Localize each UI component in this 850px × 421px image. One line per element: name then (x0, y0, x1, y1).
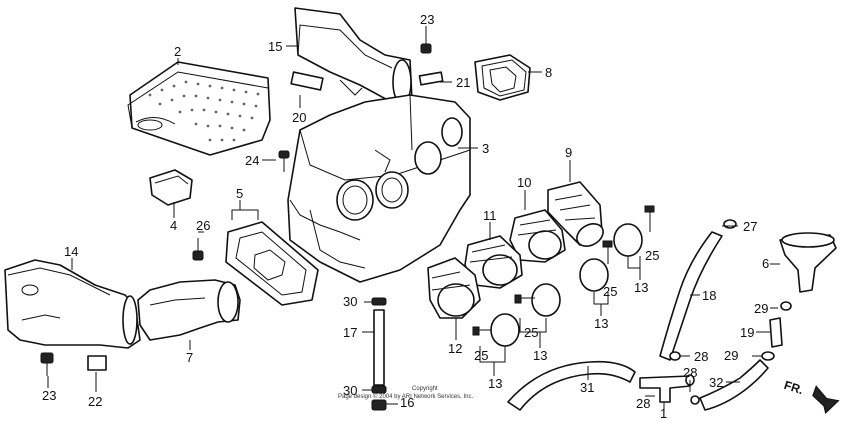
callout-25-b: 25 (603, 284, 617, 299)
callout-18: 18 (702, 288, 716, 303)
callout-25-a: 25 (645, 248, 659, 263)
callout-9: 9 (565, 145, 572, 160)
drain-cup-6 (779, 232, 837, 293)
callout-23-bottom: 23 (42, 388, 56, 403)
bolt-23-bottom (40, 352, 54, 376)
callout-29-top: 29 (754, 301, 768, 316)
drain-plug-16 (371, 399, 387, 411)
front-direction-label: FR. (782, 378, 805, 397)
callout-31: 31 (580, 380, 594, 395)
rubber-joint-10 (509, 209, 566, 263)
callout-13-d: 13 (488, 376, 502, 391)
hose-clamp-25b (579, 240, 613, 292)
front-direction-arrow (812, 385, 840, 414)
clip-29-bottom (761, 351, 775, 361)
callout-11: 11 (483, 208, 497, 223)
clip-27 (723, 219, 737, 229)
leader-lines (47, 26, 780, 412)
callout-30-bottom: 30 (343, 383, 357, 398)
clip-28c (690, 395, 700, 405)
hose-18 (659, 231, 723, 361)
rubber-joint-12 (427, 257, 481, 319)
copyright-line-1: Copyright (412, 386, 438, 392)
bolt-26 (192, 238, 204, 261)
nut-30-bottom (371, 385, 387, 394)
gasket-frame-5 (225, 221, 319, 306)
callout-27: 27 (743, 219, 757, 234)
lower-air-duct (4, 259, 141, 349)
intake-rubber (474, 54, 531, 101)
callout-24: 24 (245, 153, 259, 168)
callout-25-c: 25 (524, 325, 538, 340)
callout-26: 26 (196, 218, 210, 233)
callout-5: 5 (236, 186, 243, 201)
callout-19: 19 (740, 325, 754, 340)
upper-air-duct (294, 7, 413, 105)
bracket-4 (149, 169, 193, 206)
decal-20 (290, 71, 324, 91)
callout-8: 8 (545, 65, 552, 80)
callout-21: 21 (456, 75, 470, 90)
callout-13-b: 13 (594, 316, 608, 331)
callout-3: 3 (482, 141, 489, 156)
air-cleaner-case (287, 94, 471, 283)
hose-32 (699, 359, 769, 411)
bolt-24 (278, 150, 290, 172)
bolt-23-top (420, 34, 432, 54)
connecting-tube-7 (137, 279, 241, 341)
air-filter-element (127, 61, 271, 156)
callout-numbers: 23 15 2 8 21 20 3 24 9 10 5 4 11 26 27 1… (42, 12, 769, 421)
callout-23-top: 23 (420, 12, 434, 27)
callout-28-c: 28 (636, 396, 650, 411)
callout-29-bottom: 29 (724, 348, 738, 363)
decal-21 (418, 71, 444, 86)
callout-4: 4 (170, 218, 177, 233)
callout-22: 22 (88, 394, 102, 409)
callout-2: 2 (174, 44, 181, 59)
callout-12: 12 (448, 341, 462, 356)
callout-15: 15 (268, 39, 282, 54)
callout-1: 1 (660, 406, 667, 421)
callout-28-b: 28 (683, 365, 697, 380)
hose-31 (507, 360, 636, 411)
callout-30-top: 30 (343, 294, 357, 309)
nut-30-top (371, 297, 387, 306)
callout-10: 10 (517, 175, 531, 190)
rubber-joint-9 (547, 181, 604, 247)
callout-28-a: 28 (694, 349, 708, 364)
clip-29-top (780, 301, 792, 311)
callout-14: 14 (64, 244, 78, 259)
callout-13-c: 13 (533, 348, 547, 363)
joint-19 (761, 301, 792, 361)
hose-clamp-25d (472, 313, 520, 347)
hose-clamp-25c (514, 283, 561, 317)
callout-13-a: 13 (634, 280, 648, 295)
callout-17: 17 (343, 325, 357, 340)
callout-7: 7 (186, 350, 193, 365)
clip-28a (669, 351, 681, 361)
copyright-line-2: Page design © 2004 by ARI Network Servic… (338, 393, 473, 400)
callout-6: 6 (762, 256, 769, 271)
rod-17 (371, 297, 387, 411)
callout-16: 16 (400, 395, 414, 410)
callout-32: 32 (709, 375, 723, 390)
decal-22 (87, 355, 107, 371)
callout-20: 20 (292, 110, 306, 125)
callout-25-d: 25 (474, 348, 488, 363)
